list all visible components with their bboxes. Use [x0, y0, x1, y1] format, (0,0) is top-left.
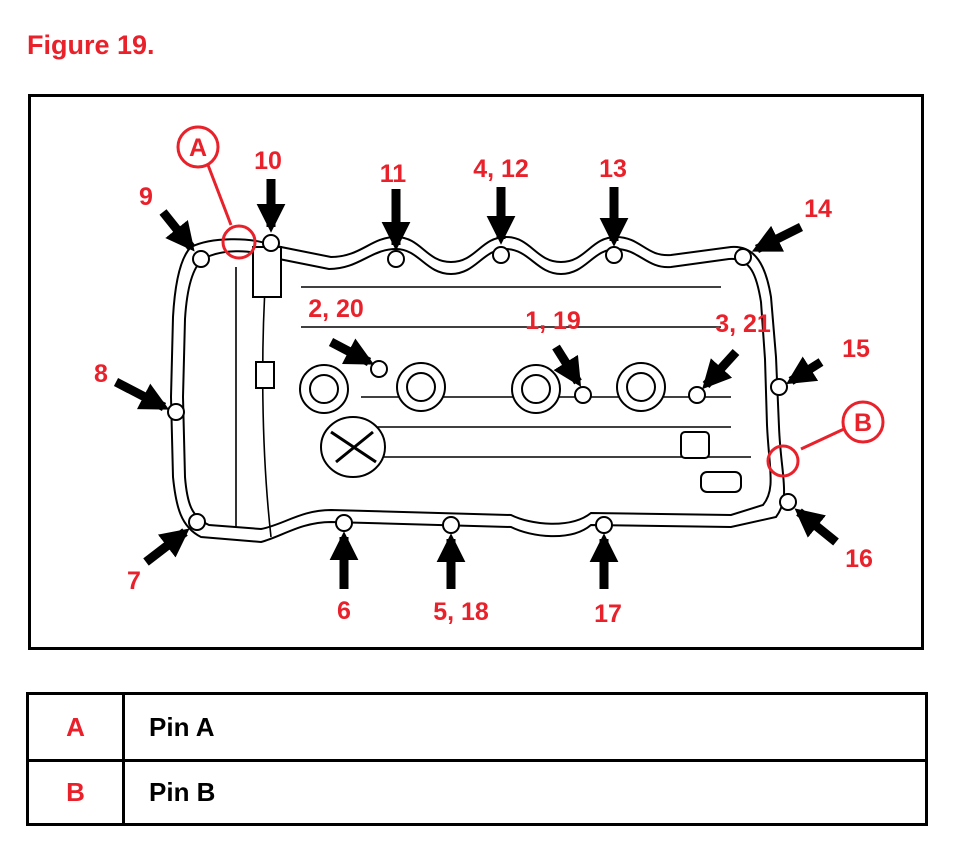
- callout-label: 14: [804, 195, 832, 223]
- oil-filler-cap: [320, 416, 386, 478]
- callout-labels: 1, 19 2, 20 3, 21 4, 12 5, 18 6 7 8 9 10…: [94, 147, 873, 628]
- callout-label: 15: [842, 335, 870, 363]
- figure-title: Figure 19.: [27, 30, 155, 60]
- pin-legend-table: A Pin A B Pin B: [26, 692, 928, 826]
- diagram-frame: 1, 19 2, 20 3, 21 4, 12 5, 18 6 7 8 9 10…: [28, 94, 924, 650]
- legend-value: Pin B: [149, 776, 216, 807]
- spark-plug-openings: [299, 362, 666, 414]
- callout-label: 6: [337, 597, 351, 625]
- legend-row: A Pin A: [29, 695, 925, 762]
- callout-label: 13: [599, 155, 627, 183]
- callout-label: 3, 21: [715, 310, 771, 338]
- callout-label: 1, 19: [525, 307, 581, 335]
- callout-label: 5, 18: [433, 598, 489, 626]
- callout-label: 2, 20: [308, 295, 364, 323]
- callout-label: 8: [94, 360, 108, 388]
- callout-label: 10: [254, 147, 282, 175]
- svg-text:B: B: [854, 409, 872, 437]
- callout-label: 11: [380, 160, 407, 188]
- pin-a-marker: A: [176, 125, 257, 260]
- legend-row: B Pin B: [29, 760, 925, 824]
- callout-label: 17: [594, 600, 622, 628]
- valve-cover-diagram: 1, 19 2, 20 3, 21 4, 12 5, 18 6 7 8 9 10…: [94, 125, 885, 628]
- legend-key: A: [29, 695, 125, 759]
- callout-label: 7: [127, 567, 141, 595]
- legend-key: B: [29, 760, 125, 824]
- pin-b-marker: B: [766, 400, 885, 478]
- legend-value: Pin A: [149, 711, 215, 742]
- callout-label: 16: [845, 545, 873, 573]
- svg-text:A: A: [189, 134, 207, 162]
- cover-bolts: [167, 234, 797, 534]
- bolt-arrows: [113, 179, 839, 589]
- callout-label: 9: [139, 183, 153, 211]
- callout-label: 4, 12: [473, 155, 529, 183]
- pcv-fittings: [252, 246, 742, 493]
